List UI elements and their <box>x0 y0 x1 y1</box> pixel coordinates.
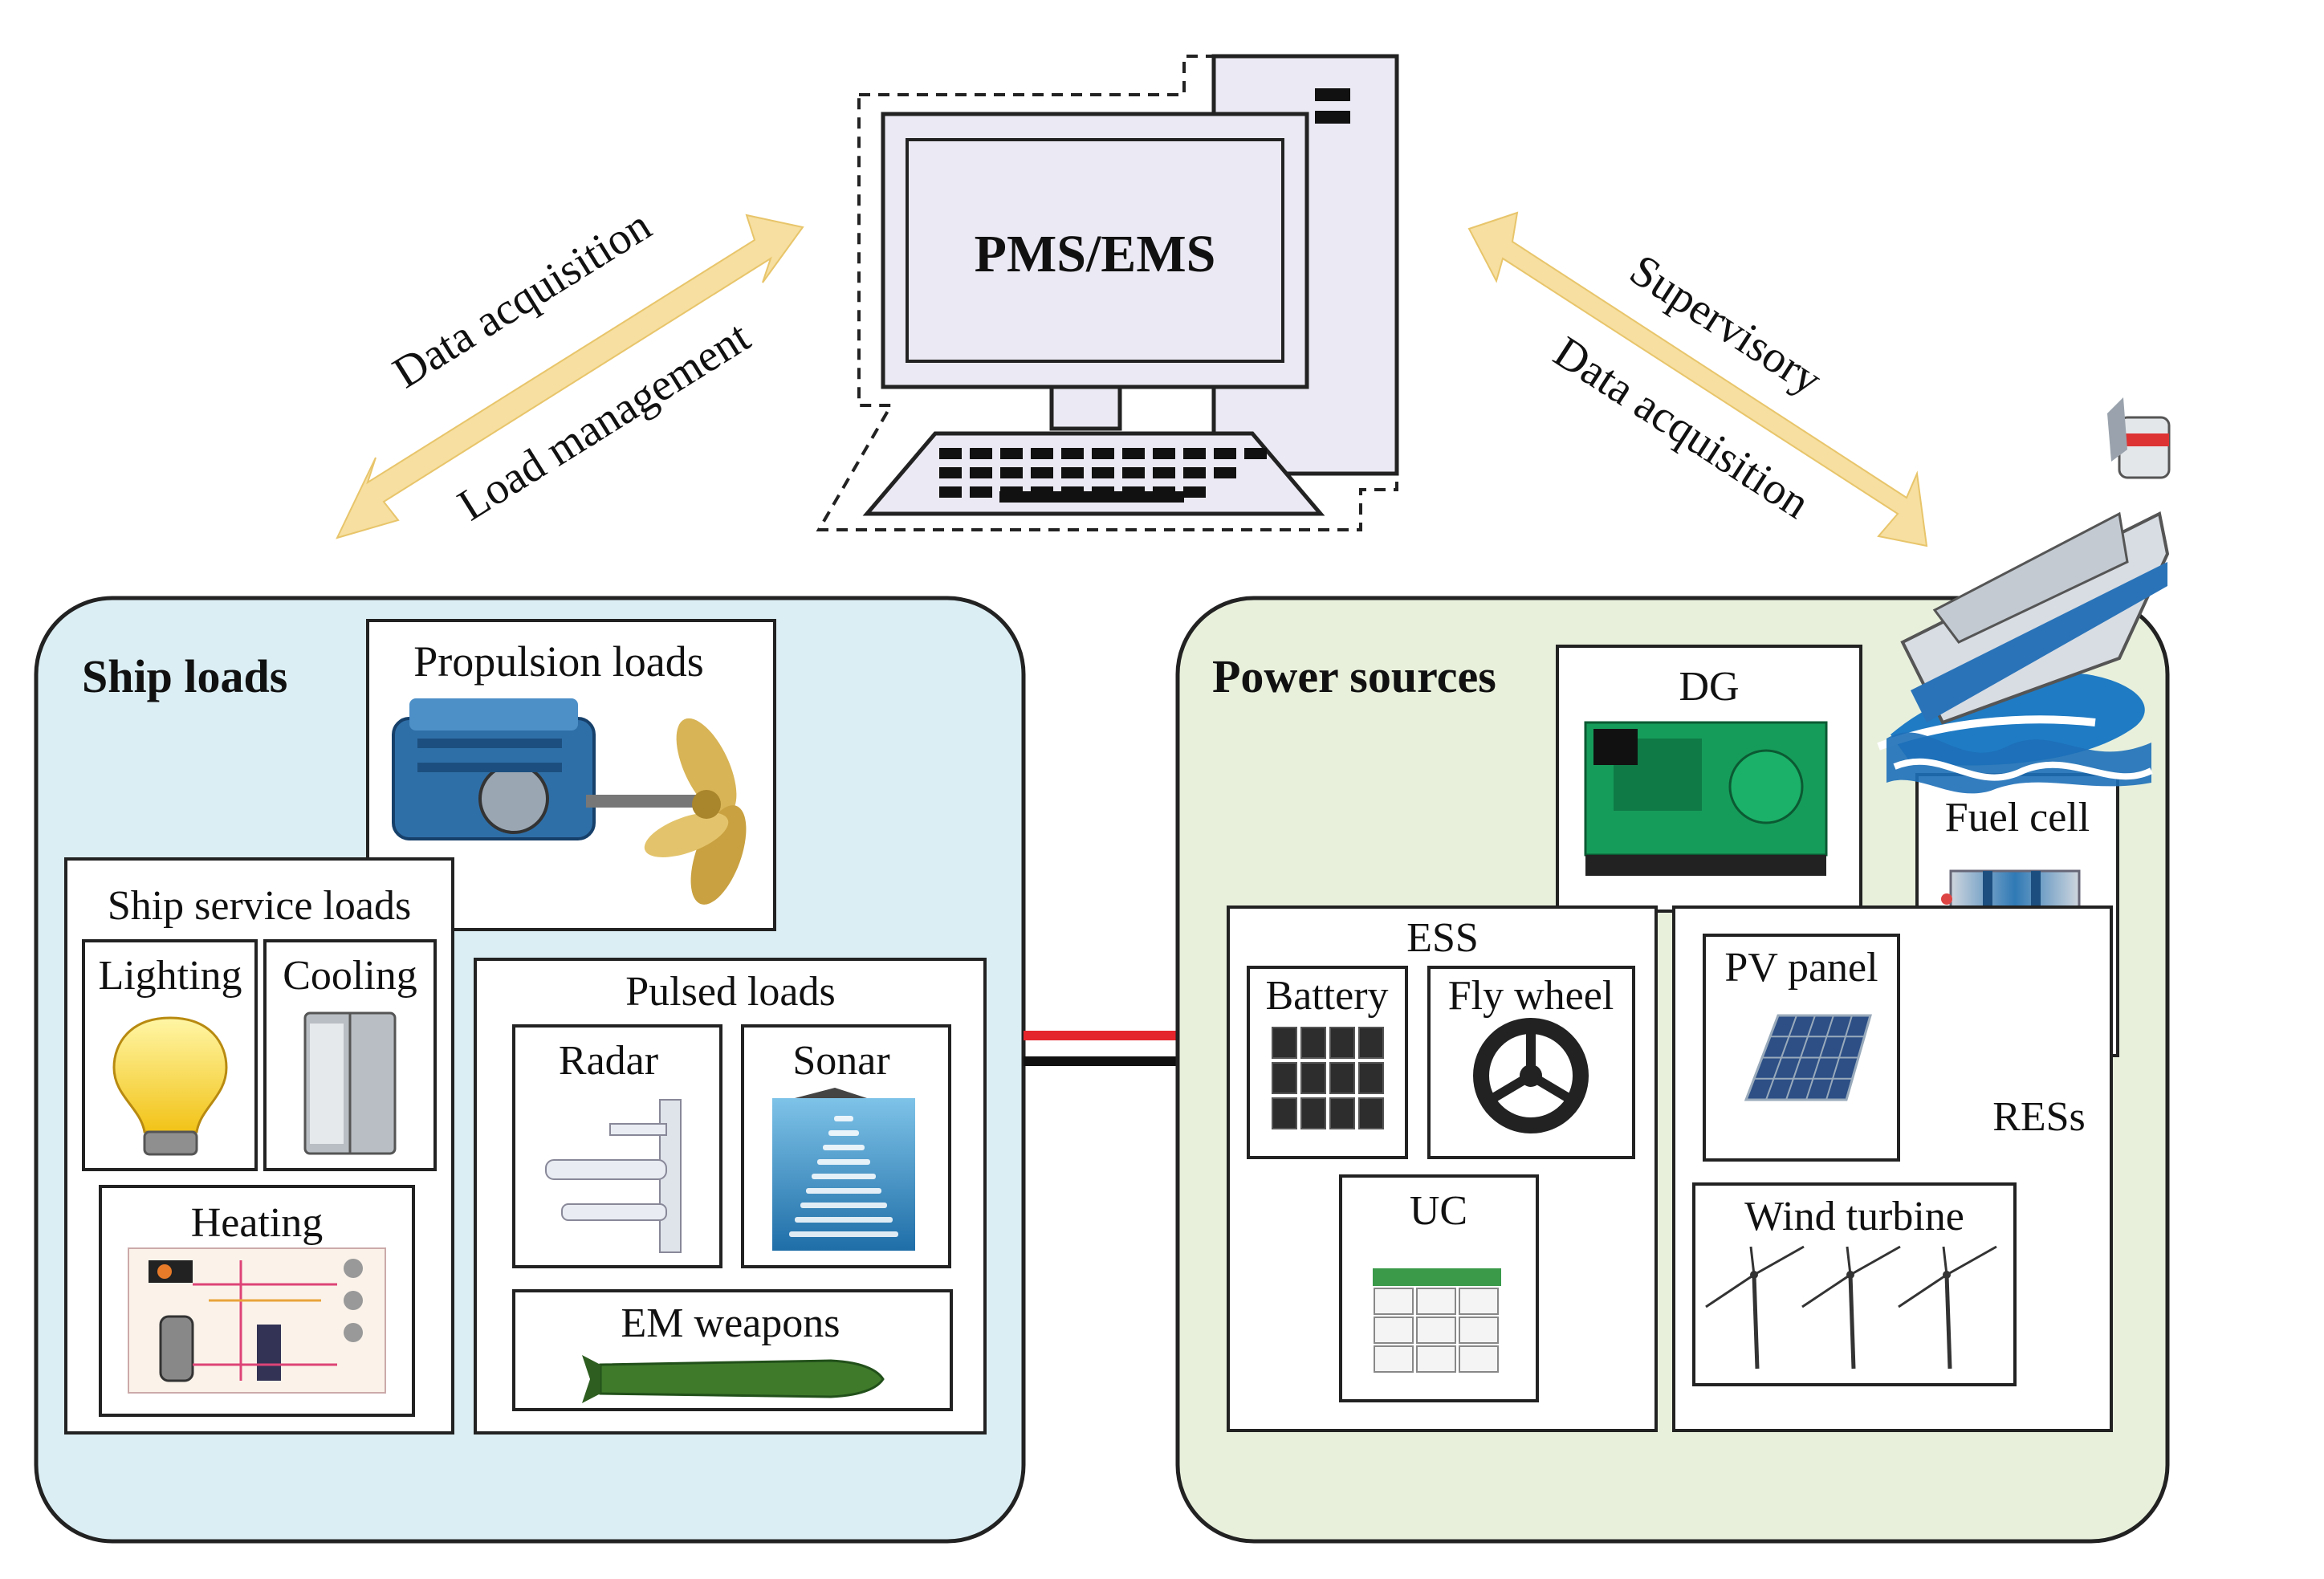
pms-ems-title: PMS/EMS <box>975 225 1216 283</box>
monitor-screen <box>906 138 1284 363</box>
uc-label: UC <box>1410 1188 1467 1234</box>
right-arrow-shape <box>1467 211 1928 547</box>
ultracapacitor-icon <box>1373 1268 1501 1373</box>
flywheel-label: Fly wheel <box>1448 973 1614 1019</box>
sonar-icon <box>772 1088 915 1251</box>
ship-service-loads-label: Ship service loads <box>108 883 411 929</box>
pv-panel-label: PV panel <box>1724 945 1878 991</box>
solar-cell-grid-icon <box>1754 1015 1865 1101</box>
radar-label: Radar <box>559 1038 658 1084</box>
lighting-label: Lighting <box>98 953 242 999</box>
tower-slot-icon <box>1315 111 1350 124</box>
ship-loads-title: Ship loads <box>82 650 287 702</box>
heating-system-icon <box>128 1247 386 1394</box>
battery-label: Battery <box>1265 973 1388 1019</box>
radar-mast-icon <box>545 1099 682 1253</box>
computer-dashed-outline <box>816 55 1398 531</box>
battery-pack-icon <box>1272 1027 1384 1129</box>
power-sources-title: Power sources <box>1212 650 1496 702</box>
power-sources-panel: Power sources DG Fuel cell ESS Battery F <box>1175 596 2170 1544</box>
ship-loads-panel: Ship loads Propulsion loads Ship service… <box>34 596 1026 1544</box>
sonar-waves-icon <box>789 1116 898 1237</box>
radar-box <box>512 1024 722 1268</box>
pms-ems-computer: PMS/EMS <box>816 54 1399 531</box>
diesel-generator-icon <box>1584 721 1828 876</box>
left-arrow-label-1: Data acquisition <box>385 201 660 398</box>
sonar-label: Sonar <box>792 1038 889 1084</box>
left-arrow-shape <box>336 214 804 539</box>
ess-label: ESS <box>1406 915 1479 961</box>
ship-icon <box>1877 397 2171 766</box>
heating-label: Heating <box>191 1200 324 1246</box>
wind-turbine-label: Wind turbine <box>1744 1194 1964 1239</box>
dc-link <box>1024 1031 1178 1066</box>
marine-engine-icon <box>392 698 706 840</box>
dg-label: DG <box>1679 664 1739 710</box>
pulsed-loads-label: Pulsed loads <box>625 969 835 1015</box>
keyboard-keys-icon <box>939 448 1267 503</box>
waves-icon <box>1886 732 2153 794</box>
refrigerator-icon <box>303 1011 397 1155</box>
tower-slot-icon <box>1315 88 1350 101</box>
em-weapons-label: EM weapons <box>621 1300 840 1346</box>
fuel-cell-label: Fuel cell <box>1945 795 2090 840</box>
left-double-arrow: Data acquisition Load management <box>336 201 804 539</box>
right-double-arrow: Supervisory Data acquisition <box>1467 211 1928 547</box>
wind-turbines-icon <box>1705 1245 1997 1369</box>
cooling-label: Cooling <box>283 953 417 999</box>
propeller-icon <box>644 718 747 905</box>
light-bulb-icon <box>112 1016 228 1156</box>
res-label: RESs <box>1992 1094 2086 1140</box>
flywheel-icon <box>1473 1018 1589 1133</box>
solar-panel-icon <box>1744 1014 1872 1101</box>
monitor-stand <box>1049 385 1122 431</box>
propulsion-loads-label: Propulsion loads <box>413 637 704 686</box>
em-projectile-icon <box>582 1355 885 1403</box>
